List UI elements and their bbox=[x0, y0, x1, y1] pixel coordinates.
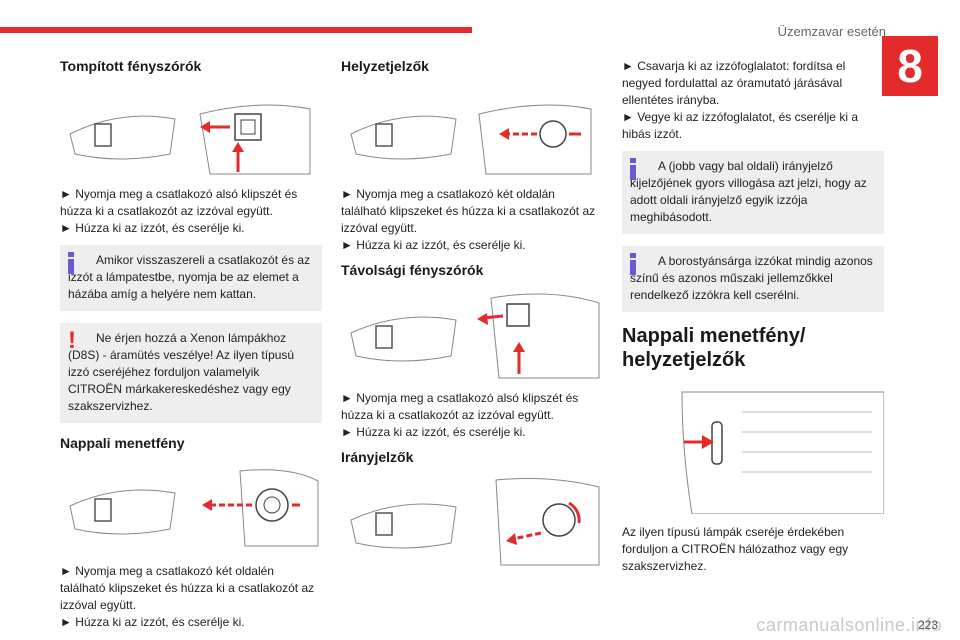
section-title-high-beam: Távolsági fényszórók bbox=[341, 262, 484, 278]
info-icon bbox=[630, 158, 636, 180]
illustration-low-beam bbox=[60, 84, 322, 176]
instruction-text: Az ilyen típusú lámpák cseréje érdekében… bbox=[622, 525, 849, 573]
info-icon bbox=[630, 253, 636, 275]
instruction-text: ► Húzza ki az izzót, és cserélje ki. bbox=[60, 615, 245, 629]
column-3: ► Csavarja ki az izzófoglalatot: fordíts… bbox=[622, 58, 885, 575]
instruction-text: ► Húzza ki az izzót, és cserélje ki. bbox=[60, 221, 245, 235]
info-note: A borostyánsárga izzókat mindig azonos s… bbox=[622, 246, 884, 312]
info-icon bbox=[68, 252, 74, 274]
chapter-number-badge: 8 bbox=[882, 36, 938, 96]
illustration-daytime-light bbox=[60, 461, 322, 553]
warning-exclamation-icon: ! bbox=[68, 327, 76, 354]
info-note: A (jobb vagy bal oldali) irányjelző kije… bbox=[622, 151, 884, 234]
chapter-color-bar bbox=[0, 27, 472, 33]
section-title-indicators: Irányjelzők bbox=[341, 449, 414, 465]
section-title-low-beam: Tompított fényszórók bbox=[60, 58, 202, 74]
column-1: Tompított fényszórók ► Nyomja meg a csat… bbox=[60, 58, 322, 631]
instruction-text: ► Húzza ki az izzót, és cserélje ki. bbox=[341, 238, 526, 252]
info-note: Amikor visszaszereli a csatlakozót és az… bbox=[60, 245, 322, 311]
instruction-text: ► Nyomja meg a csatlakozó alsó klipszét … bbox=[60, 187, 298, 218]
instruction-text: ► Vegye ki az izzófoglalatot, és cserélj… bbox=[622, 110, 858, 141]
warning-note-text: Ne érjen hozzá a Xenon lámpákhoz (D8S) -… bbox=[68, 331, 295, 413]
warning-note: ! Ne érjen hozzá a Xenon lámpákhoz (D8S)… bbox=[60, 323, 322, 423]
illustration-position-lights bbox=[341, 84, 603, 176]
instruction-text: ► Nyomja meg a csatlakozó alsó klipszét … bbox=[341, 391, 579, 422]
illustration-high-beam bbox=[341, 288, 603, 380]
info-note-text: Amikor visszaszereli a csatlakozót és az… bbox=[68, 253, 311, 301]
illustration-indicators bbox=[341, 475, 603, 567]
instruction-text: ► Nyomja meg a csatlakozó két oldalén ta… bbox=[60, 564, 315, 612]
page-number: 223 bbox=[917, 618, 938, 632]
section-heading-daytime-position: Nappali menetfény/ helyzetjelzők bbox=[622, 325, 806, 371]
watermark: carmanualsonline.info bbox=[756, 615, 942, 635]
page-header-title: Üzemzavar esetén bbox=[777, 24, 886, 39]
instruction-text: ► Húzza ki az izzót, és cserélje ki. bbox=[341, 425, 526, 439]
info-note-text: A (jobb vagy bal oldali) irányjelző kije… bbox=[630, 159, 867, 224]
instruction-text: ► Csavarja ki az izzófoglalatot: fordíts… bbox=[622, 59, 846, 107]
section-title-daytime-light: Nappali menetfény bbox=[60, 435, 185, 451]
info-note-text: A borostyánsárga izzókat mindig azonos s… bbox=[630, 254, 873, 302]
illustration-daytime-position-lamp bbox=[622, 382, 885, 515]
column-2: Helyzetjelzők ► Nyomja meg a csatlakozó … bbox=[341, 58, 603, 577]
section-title-position-lights: Helyzetjelzők bbox=[341, 58, 429, 74]
instruction-text: ► Nyomja meg a csatlakozó két oldalán ta… bbox=[341, 187, 596, 235]
